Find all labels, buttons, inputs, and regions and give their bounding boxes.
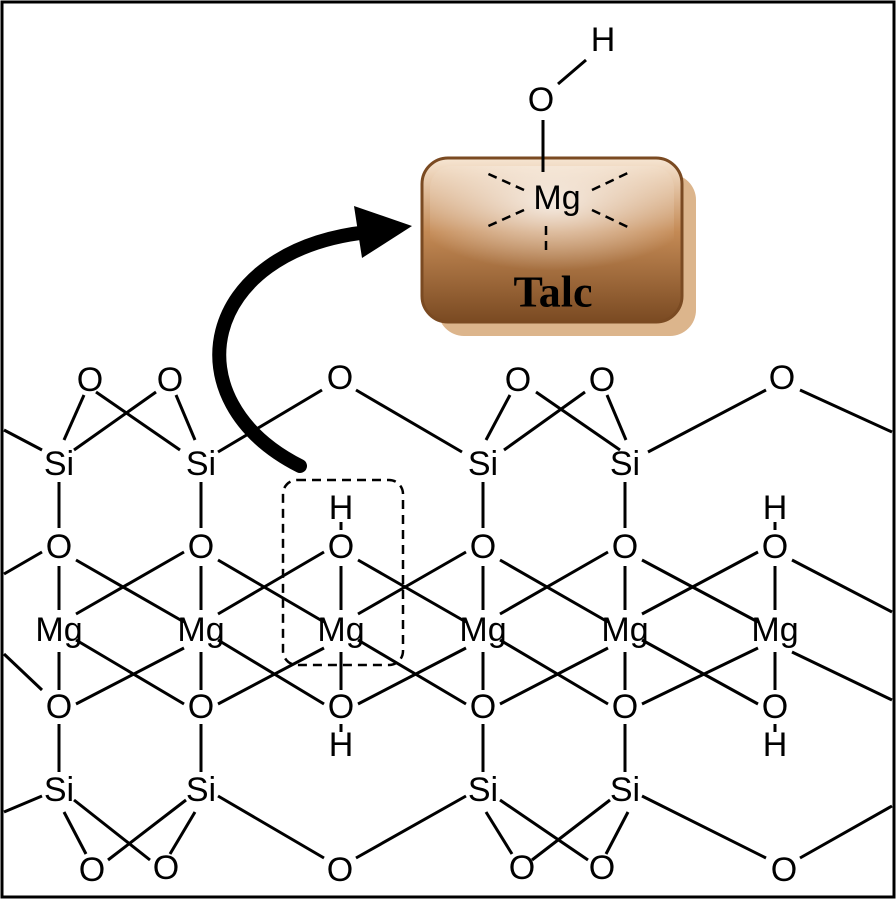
- lower-o-2: O: [188, 688, 214, 726]
- h-o-bond: [557, 58, 587, 86]
- mg-dash-left-down: [483, 208, 525, 230]
- top-o-5: O: [589, 361, 615, 399]
- bottom-o-6: O: [771, 851, 797, 889]
- mg-dash-left-up: [483, 170, 525, 192]
- mg-4: Mg: [459, 611, 506, 649]
- hydroxyl-h-lower-1: H: [329, 726, 354, 764]
- bottom-si-1: Si: [44, 771, 74, 809]
- top-o-1: O: [77, 361, 103, 399]
- talc-box-shine: [430, 166, 674, 276]
- top-o-2: O: [157, 361, 183, 399]
- upper-o-3: O: [328, 528, 354, 566]
- bottom-o-3: O: [327, 851, 353, 889]
- lower-o-5: O: [612, 688, 638, 726]
- bottom-o-2: O: [153, 849, 179, 887]
- mg-6: Mg: [751, 611, 798, 649]
- bottom-si-3: Si: [468, 771, 498, 809]
- bottom-o-4: O: [509, 849, 535, 887]
- top-si-2: Si: [186, 445, 216, 483]
- hydroxyl-h-lower-2: H: [763, 726, 788, 764]
- mg-5: Mg: [601, 611, 648, 649]
- upper-o-4: O: [470, 528, 496, 566]
- upper-o-6: O: [762, 528, 788, 566]
- talc-mg-label: Mg: [533, 179, 580, 217]
- upper-o-5: O: [612, 528, 638, 566]
- surface-hydroxyl-h: H: [591, 21, 616, 59]
- bottom-si-4: Si: [610, 771, 640, 809]
- lower-o-1: O: [46, 688, 72, 726]
- top-si-3: Si: [468, 445, 498, 483]
- lattice-atoms: O O O O O O Si Si Si Si H H O O O O O O …: [35, 359, 798, 889]
- bottom-o-1: O: [79, 851, 105, 889]
- mg-dash-right-down: [591, 208, 631, 230]
- upper-o-1: O: [46, 528, 72, 566]
- top-si-4: Si: [610, 445, 640, 483]
- talc-particle: Mg Talc O H: [420, 21, 696, 336]
- talc-label: Talc: [513, 268, 592, 317]
- mg-dash-right-up: [591, 170, 631, 192]
- bottom-o-5: O: [589, 849, 615, 887]
- top-o-6: O: [769, 359, 795, 397]
- mg-1: Mg: [35, 611, 82, 649]
- lattice-bonds: [2, 388, 893, 862]
- top-o-3: O: [327, 359, 353, 397]
- mg-3: Mg: [317, 611, 364, 649]
- top-si-1: Si: [44, 445, 74, 483]
- lower-o-3: O: [328, 688, 354, 726]
- lower-o-4: O: [470, 688, 496, 726]
- lower-o-6: O: [762, 688, 788, 726]
- surface-hydroxyl-o: O: [528, 81, 554, 119]
- reaction-site-highlight: [281, 478, 405, 667]
- hydroxyl-h-upper-1: H: [329, 489, 354, 527]
- top-o-4: O: [505, 361, 531, 399]
- reaction-arrow: [212, 206, 412, 473]
- mg-2: Mg: [177, 611, 224, 649]
- bottom-si-2: Si: [186, 771, 216, 809]
- hydroxyl-h-upper-2: H: [763, 489, 788, 527]
- upper-o-2: O: [188, 528, 214, 566]
